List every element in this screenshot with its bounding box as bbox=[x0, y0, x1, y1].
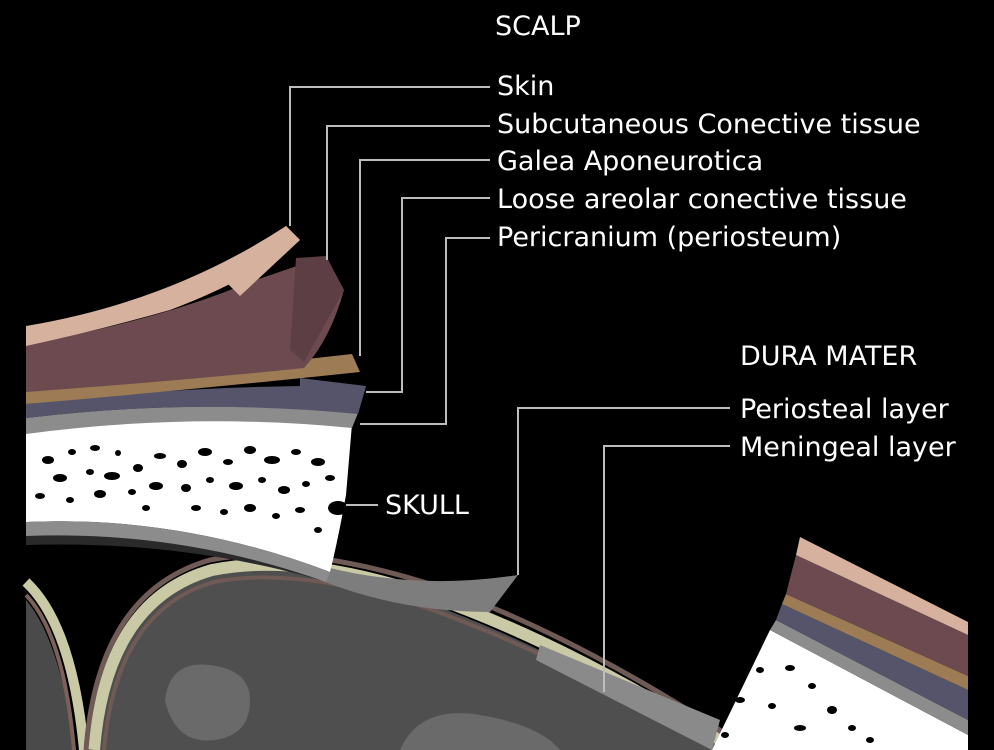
dura-mater-heading: DURA MATER bbox=[740, 341, 917, 372]
leader-loose-areolar bbox=[366, 198, 490, 392]
leader-skin bbox=[290, 87, 490, 226]
leader-pericranium bbox=[360, 238, 490, 424]
label-loose-areolar: Loose areolar conective tissue bbox=[497, 184, 907, 215]
label-periosteal: Periosteal layer bbox=[740, 394, 950, 425]
leader-galea bbox=[360, 160, 490, 356]
scalp-heading: SCALP bbox=[495, 11, 581, 42]
label-pericranium: Pericranium (periosteum) bbox=[497, 222, 841, 253]
leader-meningeal bbox=[604, 446, 730, 692]
leader-subcutaneous bbox=[327, 126, 490, 260]
right-tissue-block bbox=[712, 537, 968, 750]
label-skin: Skin bbox=[497, 71, 554, 102]
label-meningeal: Meningeal layer bbox=[740, 432, 957, 463]
label-subcutaneous: Subcutaneous Conective tissue bbox=[497, 109, 921, 140]
label-skull: SKULL bbox=[385, 490, 469, 521]
leader-periosteal bbox=[518, 408, 730, 575]
label-galea: Galea Aponeurotica bbox=[497, 146, 763, 177]
